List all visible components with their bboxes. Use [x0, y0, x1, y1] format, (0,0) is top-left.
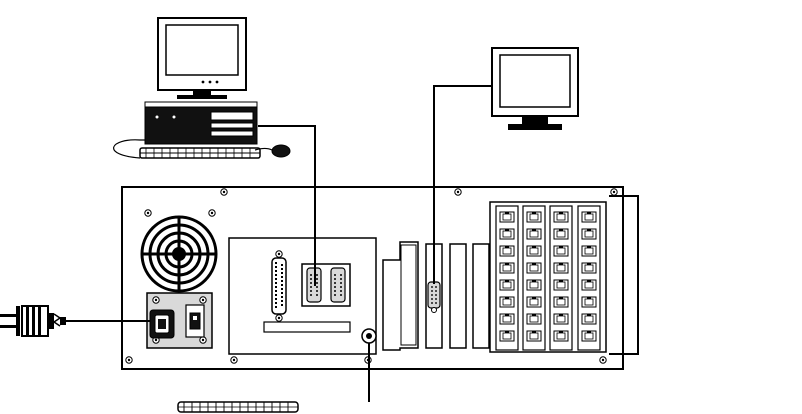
workstation-keyboard: [140, 148, 260, 158]
monitor-icon: [492, 48, 578, 130]
workstation-monitor: [158, 18, 246, 99]
keyboard-icon: [178, 402, 298, 412]
power-supply-module: [147, 293, 212, 348]
server-rear-panel: [122, 187, 623, 369]
workstation-icon: [114, 18, 290, 158]
power-plug-icon: [0, 306, 66, 336]
workstation-case: [145, 102, 257, 144]
io-panel: [229, 238, 376, 354]
rj45-port-bank: [490, 202, 606, 352]
